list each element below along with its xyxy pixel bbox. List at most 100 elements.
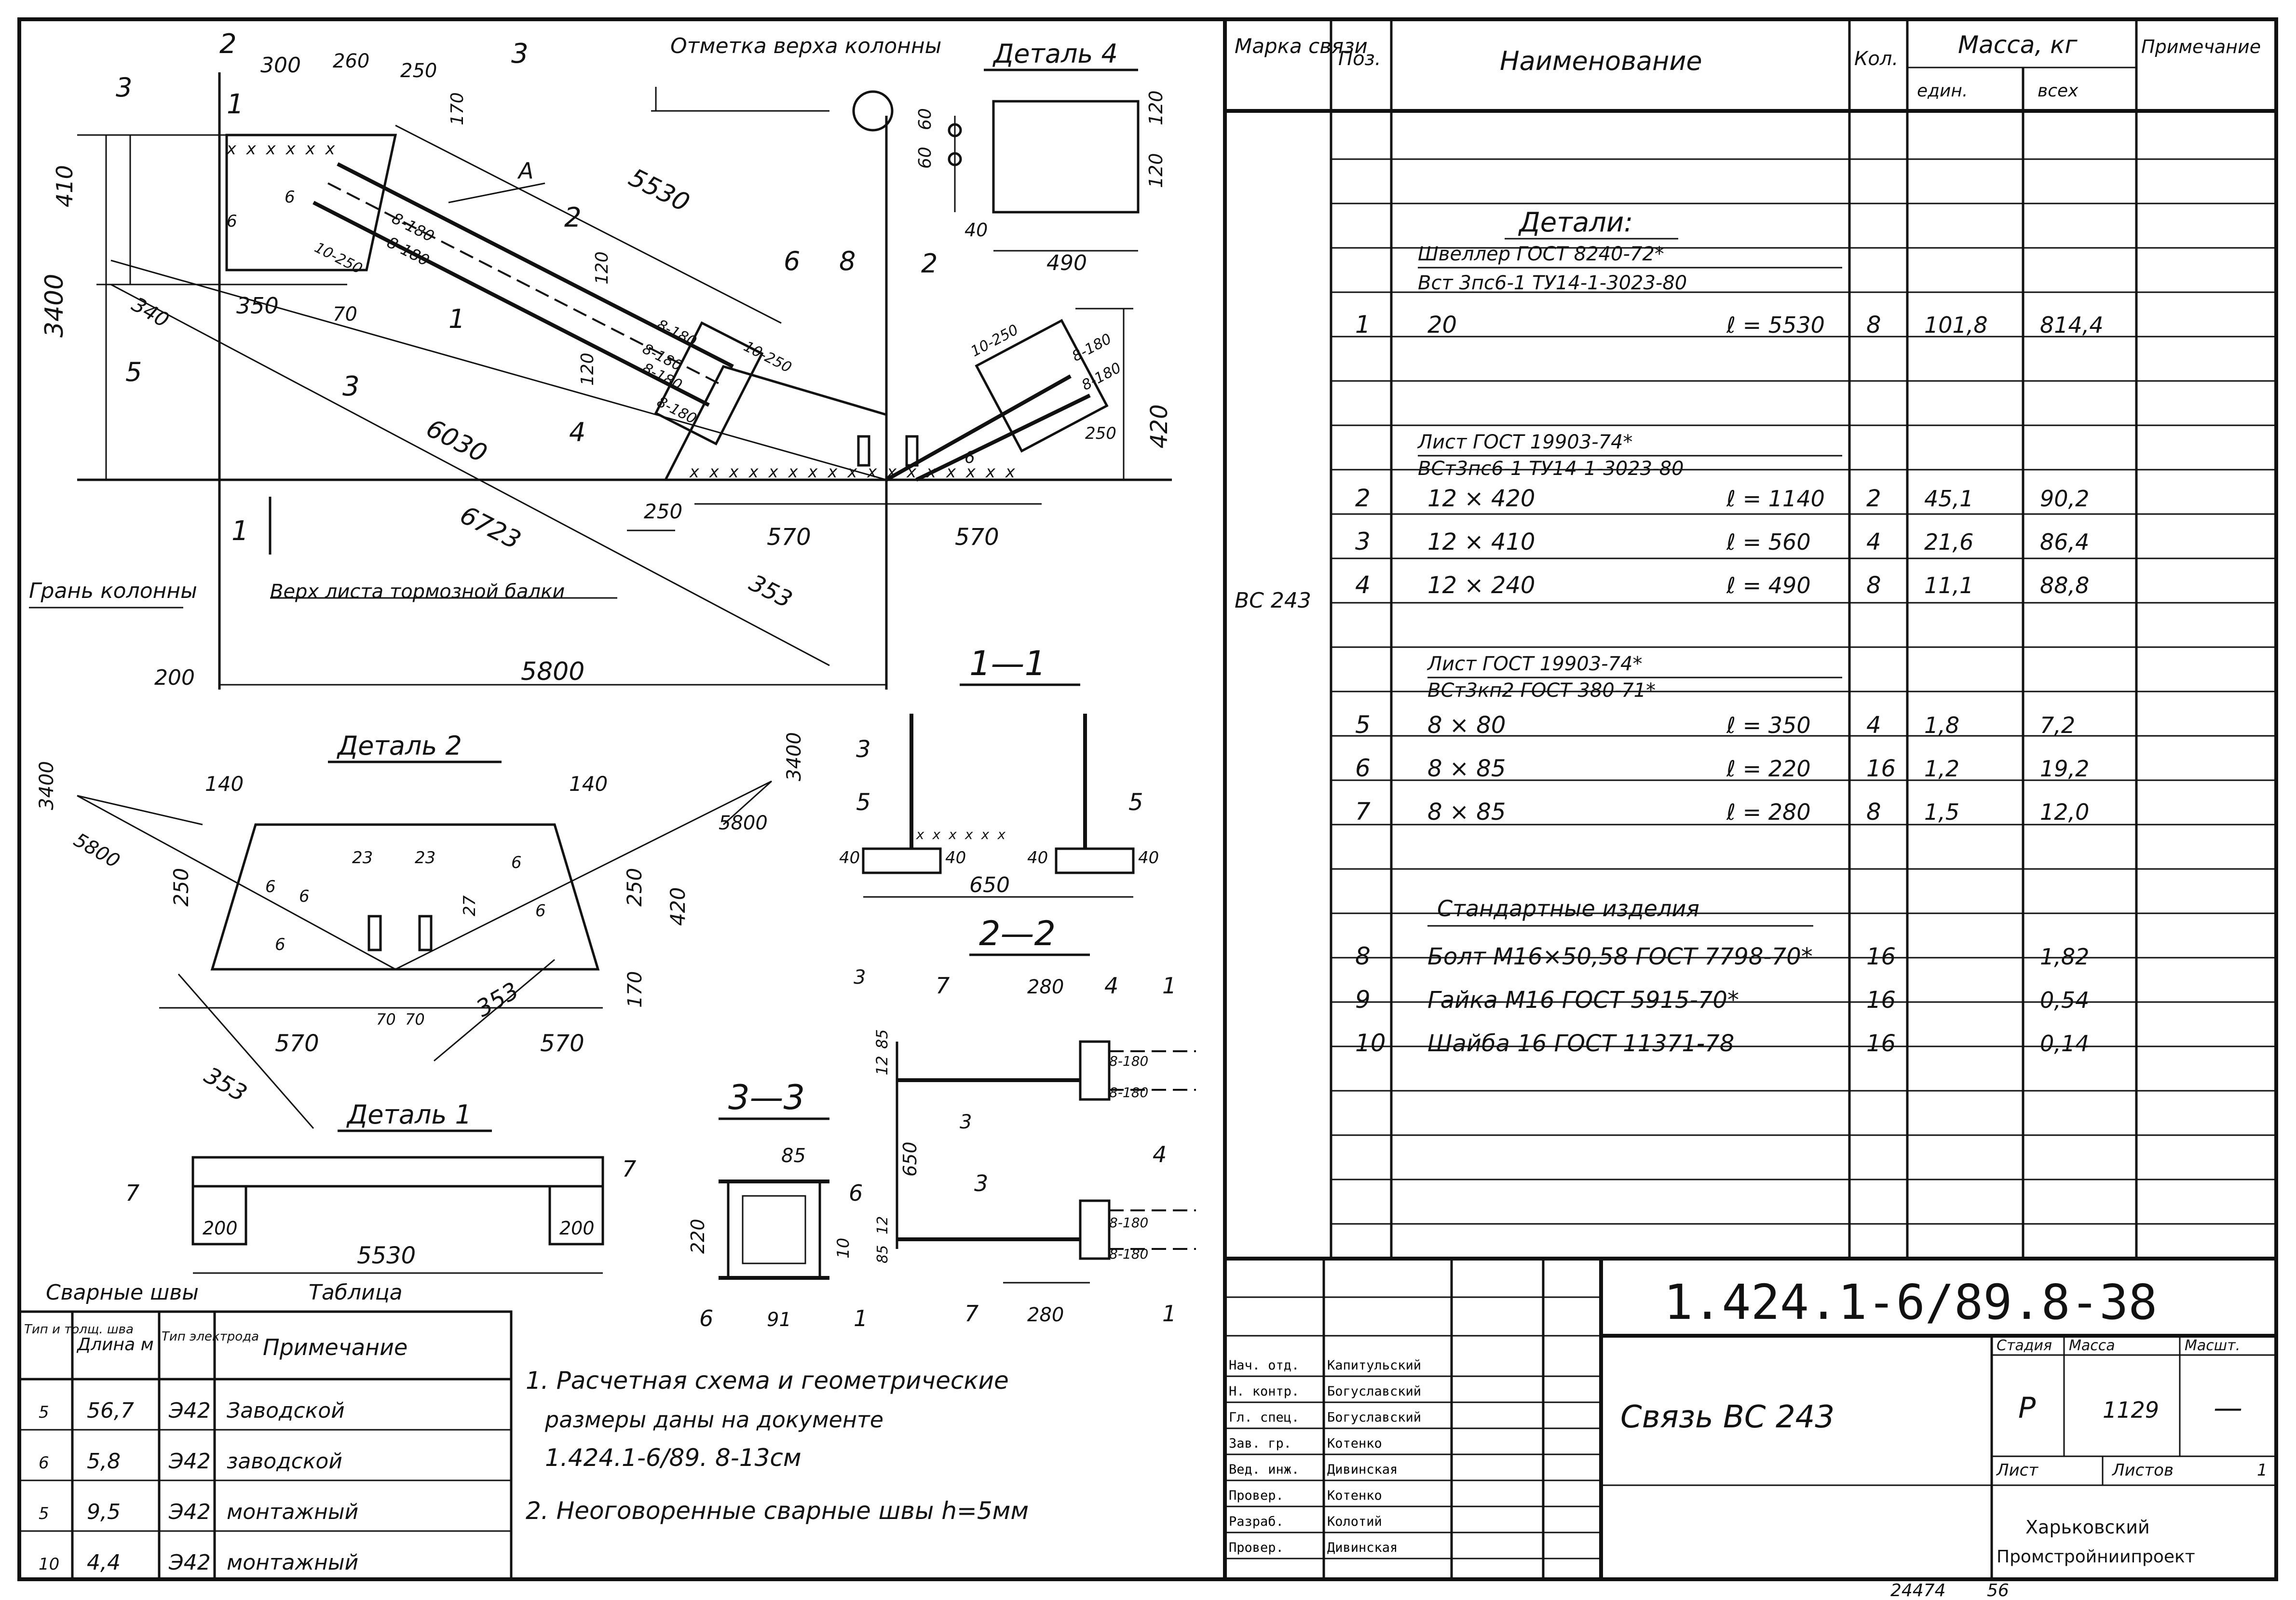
- svg-text:570: 570: [767, 524, 811, 551]
- svg-text:650: 650: [899, 1141, 921, 1177]
- detail-2: Деталь 2 3400 5800 3400 5800 140 140 250…: [36, 731, 805, 1129]
- svg-text:6: 6: [275, 935, 285, 954]
- svg-text:2: 2: [219, 28, 237, 60]
- svg-text:A: A: [517, 158, 533, 184]
- role-person: Капитульский: [1327, 1358, 1421, 1373]
- svg-text:85: 85: [874, 1245, 891, 1263]
- svg-text:420: 420: [666, 887, 690, 926]
- spec-name: Болт М16×50,58 ГОСТ 7798-70*: [1427, 943, 1813, 970]
- svg-text:Примечание: Примечание: [2141, 36, 2261, 57]
- svg-text:170: 170: [624, 971, 646, 1008]
- svg-text:6: 6: [849, 1180, 863, 1206]
- svg-text:2: 2: [921, 248, 937, 279]
- svg-text:570: 570: [955, 524, 999, 551]
- svg-text:120: 120: [1145, 153, 1167, 188]
- svg-text:2. Неоговоренные сварные швы h: 2. Неоговоренные сварные швы h=5мм: [526, 1497, 1029, 1525]
- spec-qty: 4: [1866, 712, 1881, 739]
- spec-table: Марка связи Поз. Наименование Кол. Масса…: [1225, 19, 2276, 1259]
- svg-text:Лист ГОСТ 19903-74*: Лист ГОСТ 19903-74*: [1417, 431, 1633, 453]
- svg-text:5: 5: [1128, 789, 1143, 816]
- svg-text:Тип и толщ. шва: Тип и толщ. шва: [24, 1322, 134, 1337]
- spec-grid: [1331, 158, 2276, 1225]
- spec-length: ℓ = 490: [1726, 572, 1811, 598]
- svg-text:280: 280: [1027, 1304, 1064, 1326]
- main-view: x x x x x x x x x x x x x x x x x x x x …: [29, 28, 1173, 690]
- svg-text:340: 340: [128, 292, 173, 332]
- weld-electrode: Э42: [168, 1398, 211, 1423]
- svg-text:8-180: 8-180: [1109, 1085, 1148, 1100]
- weld-type: 10: [39, 1555, 59, 1574]
- svg-text:1: 1: [231, 515, 249, 547]
- role-person: Дивинская: [1327, 1462, 1398, 1477]
- col-top-label: Отметка верха колонны: [670, 34, 941, 58]
- svg-text:250: 250: [644, 500, 682, 523]
- svg-text:60: 60: [915, 147, 935, 169]
- spec-qty: 16: [1866, 987, 1896, 1014]
- weld-electrode: Э42: [168, 1550, 211, 1575]
- svg-text:Лист: Лист: [1996, 1461, 2038, 1480]
- svg-text:3: 3: [960, 1111, 972, 1133]
- svg-text:5530: 5530: [624, 163, 694, 218]
- svg-text:1: 1: [2257, 1461, 2268, 1480]
- weld-note: монтажный: [227, 1550, 358, 1575]
- svg-text:1.424.1-6/89. 8-13см: 1.424.1-6/89. 8-13см: [545, 1444, 802, 1472]
- svg-text:Тип электрода: Тип электрода: [162, 1329, 259, 1344]
- svg-text:2: 2: [564, 202, 582, 233]
- svg-text:8: 8: [839, 246, 856, 276]
- svg-text:410: 410: [52, 165, 78, 207]
- svg-text:Длина м: Длина м: [76, 1335, 154, 1355]
- svg-text:353: 353: [200, 1062, 251, 1107]
- svg-text:5: 5: [125, 357, 142, 387]
- svg-text:12: 12: [874, 1216, 891, 1234]
- svg-text:—: —: [2214, 1391, 2242, 1425]
- svg-text:x x x x x x: x x x x x x: [226, 139, 336, 159]
- spec-total-mass: 12,0: [2040, 799, 2089, 825]
- spec-length: ℓ = 280: [1726, 799, 1811, 825]
- svg-text:350: 350: [236, 293, 279, 319]
- svg-text:140: 140: [569, 772, 608, 796]
- weld-table: Сварные швы Таблица Тип и толщ. шва Длин…: [18, 1280, 513, 1581]
- svg-text:един.: един.: [1917, 81, 1968, 101]
- spec-pos: 2: [1355, 484, 1371, 512]
- svg-text:10-250: 10-250: [741, 338, 794, 376]
- svg-text:4: 4: [569, 417, 585, 447]
- svg-text:60: 60: [915, 108, 935, 130]
- svg-text:4: 4: [1104, 973, 1118, 999]
- spec-length: ℓ = 5530: [1726, 312, 1825, 338]
- spec-pos: 8: [1355, 942, 1371, 970]
- spec-unit-mass: 21,6: [1924, 529, 1973, 555]
- svg-text:Стандартные изделия: Стандартные изделия: [1437, 895, 1699, 922]
- svg-text:220: 220: [687, 1219, 708, 1254]
- spec-qty: 16: [1866, 755, 1896, 782]
- spec-name: 12 × 410: [1427, 529, 1535, 556]
- svg-text:3: 3: [854, 966, 866, 989]
- svg-text:490: 490: [1046, 251, 1087, 275]
- col-face-label: Грань колонны: [29, 579, 197, 603]
- svg-text:10: 10: [834, 1238, 853, 1259]
- svg-text:6: 6: [285, 188, 295, 207]
- svg-text:6: 6: [784, 246, 800, 276]
- spec-pos: 5: [1355, 711, 1371, 739]
- svg-text:Сварные швы: Сварные швы: [46, 1280, 199, 1305]
- title-block: 1.424.1-6/89.8-38 Связь ВС 243 Стадия Р …: [1225, 1257, 2276, 1579]
- spec-length: ℓ = 560: [1726, 529, 1811, 555]
- weld-type: 6: [39, 1453, 49, 1473]
- svg-text:Детали:: Детали:: [1518, 207, 1633, 238]
- svg-text:Масса: Масса: [2069, 1337, 2115, 1354]
- svg-text:650: 650: [969, 873, 1010, 897]
- svg-text:Наименование: Наименование: [1500, 46, 1702, 76]
- svg-text:8-180: 8-180: [1109, 1053, 1148, 1069]
- svg-text:140: 140: [205, 772, 244, 796]
- svg-text:12: 12: [873, 1056, 891, 1075]
- spec-qty: 16: [1866, 943, 1896, 970]
- spec-total-mass: 0,14: [2040, 1031, 2089, 1057]
- svg-text:6: 6: [511, 853, 522, 872]
- weld-length: 56,7: [87, 1398, 134, 1423]
- svg-text:250: 250: [1085, 424, 1116, 443]
- svg-text:5530: 5530: [357, 1242, 416, 1269]
- spec-pos: 10: [1355, 1029, 1386, 1057]
- svg-text:ВСт3кп2 ГОСТ 380-71*: ВСт3кп2 ГОСТ 380-71*: [1427, 679, 1656, 702]
- spec-name: 20: [1427, 312, 1457, 339]
- spec-unit-mass: 1,2: [1924, 756, 1959, 782]
